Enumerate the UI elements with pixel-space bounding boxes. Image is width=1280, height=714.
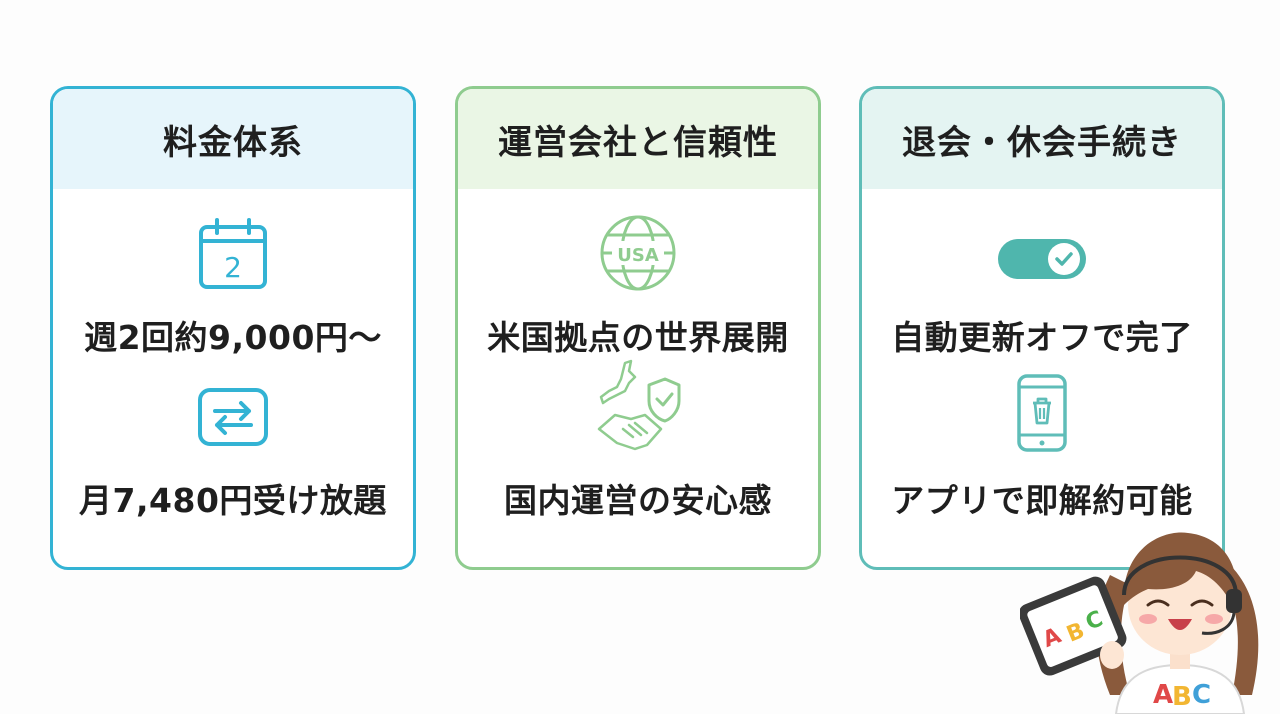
- global-expansion-text: 米国拠点の世界展開: [487, 318, 789, 357]
- shirt-letter-a: A: [1153, 680, 1173, 710]
- domestic-operation-text: 国内運営の安心感: [504, 481, 772, 520]
- auto-renew-off-text: 自動更新オフで完了: [891, 318, 1193, 357]
- monthly-unlimited-text: 月7,480円受け放題: [79, 481, 387, 520]
- weekly-price-text: 週2回約9,000円〜: [84, 318, 382, 357]
- company-trust-card: 運営会社と信頼性 USA 米国拠点の世界展開 国内運営の安心感: [455, 86, 821, 570]
- repeat-icon: [198, 388, 268, 446]
- calendar-icon: 2: [199, 218, 267, 289]
- mascot-girl-illustration: A B C A B C: [1020, 532, 1259, 714]
- shirt-letter-c: C: [1192, 680, 1211, 710]
- cancellation-card: 退会・休会手続き 自動更新オフで完了 アプリで即解約可能: [859, 86, 1225, 570]
- globe-icon: USA: [600, 215, 676, 291]
- pricing-card-title: 料金体系: [53, 89, 413, 189]
- calendar-day-number: 2: [224, 251, 242, 284]
- toggle-check-icon: [998, 239, 1086, 279]
- globe-usa-label: USA: [617, 245, 659, 266]
- app-cancel-text: アプリで即解約可能: [891, 481, 1193, 520]
- pricing-card: 料金体系 2 週2回約9,000円〜 月7,480円受け放題: [50, 86, 416, 570]
- japan-handshake-shield-icon: [597, 359, 681, 451]
- company-trust-card-title: 運営会社と信頼性: [458, 89, 818, 189]
- shirt-letter-b: B: [1172, 682, 1192, 712]
- phone-trash-icon: [1017, 374, 1067, 452]
- cancellation-card-title: 退会・休会手続き: [862, 89, 1222, 189]
